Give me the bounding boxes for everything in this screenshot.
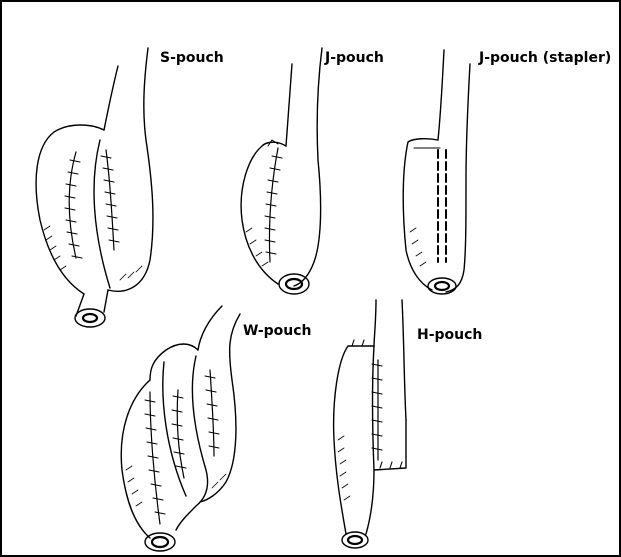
j-pouch-stapler-drawing <box>403 50 470 294</box>
j-pouch-drawing <box>241 48 322 294</box>
j-pouch-label: J-pouch <box>325 50 384 66</box>
h-pouch-label: H-pouch <box>417 327 482 343</box>
j-pouch-stapler-label: J-pouch (stapler) <box>479 50 611 66</box>
h-pouch-drawing <box>334 300 406 548</box>
s-pouch-label: S-pouch <box>160 50 224 66</box>
w-pouch-drawing <box>121 306 240 551</box>
w-pouch-label: W-pouch <box>243 323 312 339</box>
s-pouch-drawing <box>36 48 153 327</box>
